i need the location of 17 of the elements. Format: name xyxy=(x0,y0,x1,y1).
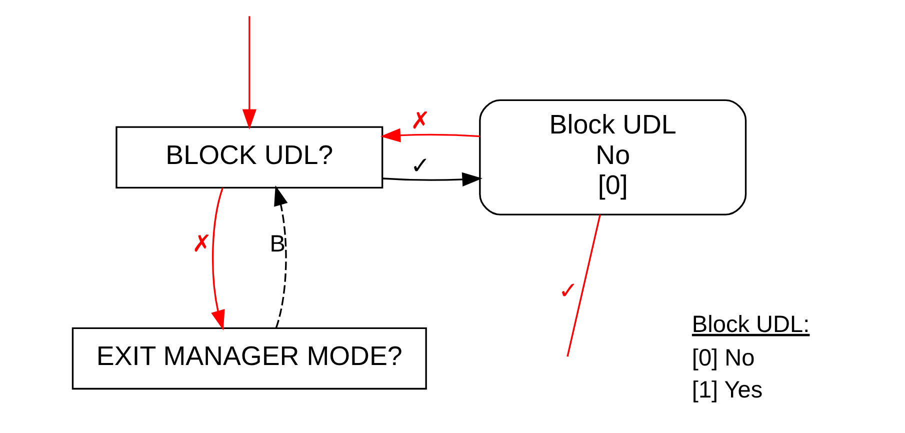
label: [0] No xyxy=(691,344,754,371)
arrow xyxy=(274,185,288,328)
arrow xyxy=(210,188,224,330)
arrow xyxy=(242,16,256,130)
node-box: EXIT MANAGER MODE? xyxy=(71,327,426,390)
arrow xyxy=(380,128,480,142)
edge-label: ✓ xyxy=(410,152,430,179)
label: Block UDL: xyxy=(691,310,810,337)
edge-label: B xyxy=(269,230,285,256)
edge-label: ✗ xyxy=(191,230,212,257)
edge-label: ✓ xyxy=(558,278,578,304)
label: [1] Yes xyxy=(691,376,762,402)
node-box: Block UDL No [0] xyxy=(478,99,746,216)
arrow xyxy=(382,172,482,186)
node-box: BLOCK UDL? xyxy=(115,126,383,188)
edge-label: ✗ xyxy=(410,107,430,134)
connector xyxy=(566,214,600,357)
